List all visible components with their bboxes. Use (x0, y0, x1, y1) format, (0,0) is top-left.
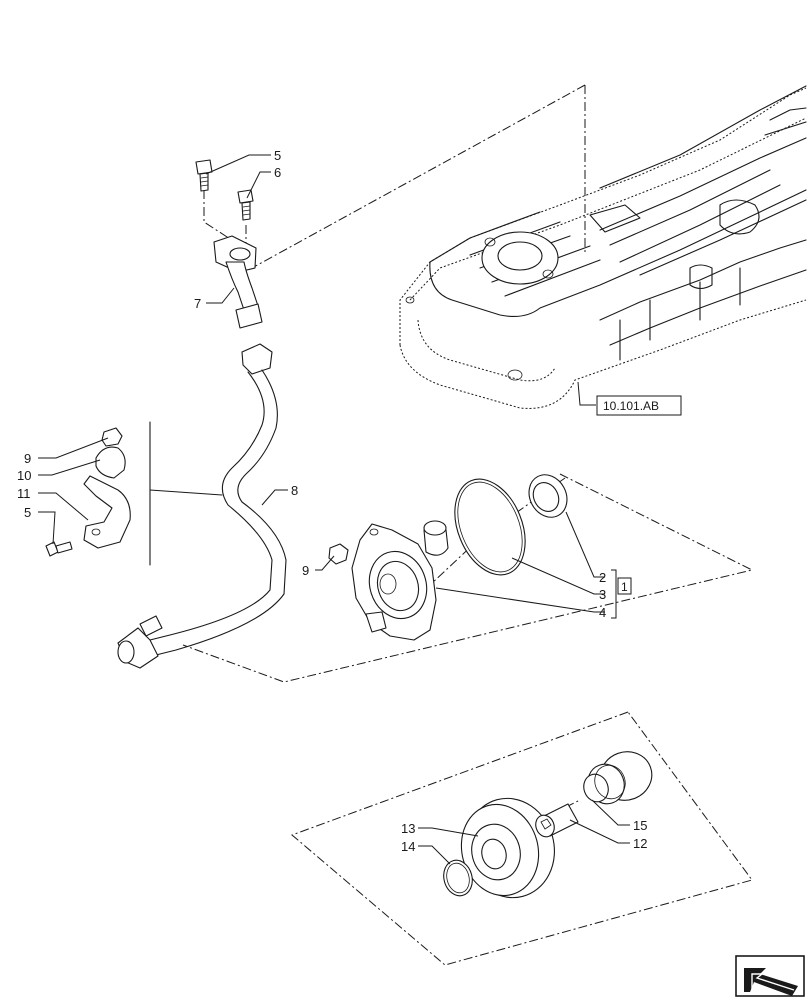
callout-9-housing: 9 (302, 563, 309, 578)
callout-4: 4 (599, 605, 606, 620)
callout-10: 10 (17, 468, 31, 483)
next-page-arrow-icon[interactable] (735, 955, 805, 997)
elbow-fitting-7 (213, 235, 263, 329)
callout-3: 3 (599, 587, 606, 602)
callout-6: 6 (274, 165, 281, 180)
callout-7: 7 (194, 296, 201, 311)
section-ref-label[interactable]: 10.101.AB (603, 399, 659, 413)
callout-leaders (38, 154, 630, 865)
o-ring-3 (454, 478, 526, 576)
callout-14: 14 (401, 839, 415, 854)
hex-sleeve-12 (535, 803, 579, 838)
callout-11: 11 (17, 486, 31, 501)
group-ref-label: 1 (621, 580, 628, 594)
oil-pipe-8 (117, 343, 287, 669)
callout-8: 8 (291, 483, 298, 498)
section-ref-link[interactable]: 10.101.AB (596, 395, 682, 416)
nut-9 (328, 543, 349, 565)
bolt-6 (237, 189, 254, 221)
callout-15: 15 (633, 818, 647, 833)
callout-13: 13 (401, 821, 415, 836)
callout-12: 12 (633, 836, 647, 851)
pump-housing-4 (351, 520, 449, 641)
engine-valve-cover (399, 85, 807, 409)
pulley-13 (460, 797, 555, 899)
callout-2: 2 (599, 570, 606, 585)
adapter-15 (583, 751, 653, 805)
seal-ring-2 (528, 474, 568, 518)
bolt-5-top (195, 159, 213, 192)
snap-ring-14 (443, 859, 473, 897)
callout-labels: 5 6 7 8 9 10 11 5 9 2 3 4 13 14 15 12 (17, 148, 647, 854)
callout-5-top: 5 (274, 148, 281, 163)
group-ref-box: 1 (617, 577, 632, 595)
callout-5-bracket: 5 (24, 505, 31, 520)
callout-9-clamp: 9 (24, 451, 31, 466)
clamp-bracket-group (45, 421, 223, 566)
